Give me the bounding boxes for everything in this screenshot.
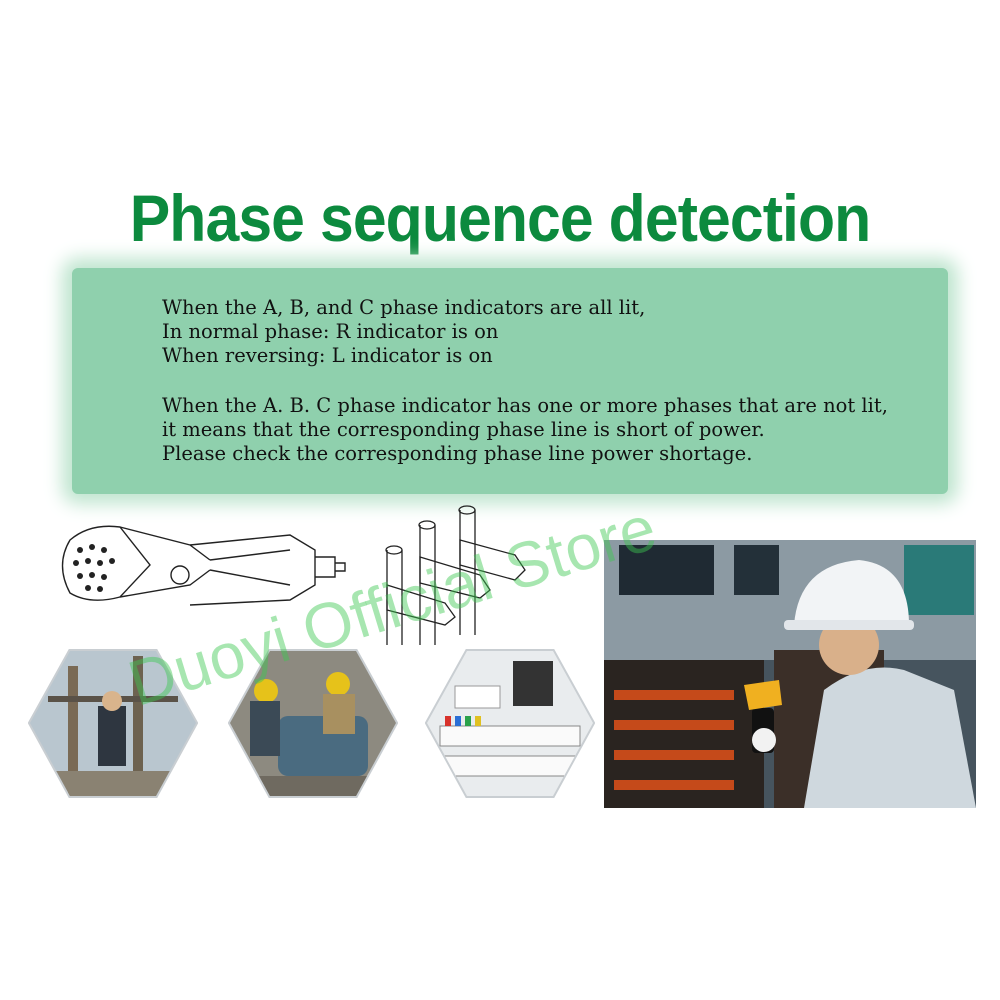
info-line: In normal phase: R indicator is on bbox=[162, 320, 499, 343]
technician-photo bbox=[604, 540, 976, 808]
info-line: it means that the corresponding phase li… bbox=[162, 418, 765, 441]
clamp-drawing bbox=[61, 525, 346, 606]
page-title: Phase sequence detection bbox=[129, 181, 871, 255]
hex-photo-pole-worker bbox=[28, 649, 198, 798]
info-line: When reversing: L indicator is on bbox=[162, 344, 493, 367]
info-line: When the A, B, and C phase indicators ar… bbox=[162, 296, 646, 319]
info-line: When the A. B. C phase indicator has one… bbox=[162, 394, 888, 417]
cable-clamps-drawing bbox=[385, 505, 526, 645]
info-panel-text: When the A, B, and C phase indicators ar… bbox=[162, 296, 942, 466]
hex-photo-breaker-panel bbox=[425, 649, 595, 798]
hex-photo-motor-workers bbox=[228, 649, 398, 798]
info-line: Please check the corresponding phase lin… bbox=[162, 442, 753, 465]
info-panel bbox=[72, 268, 948, 494]
